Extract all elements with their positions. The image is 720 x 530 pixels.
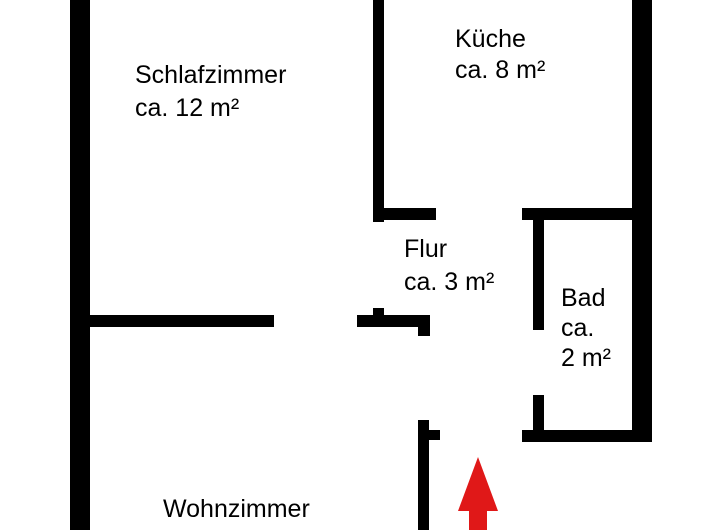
room-label-line: Schlafzimmer: [135, 61, 286, 89]
room-label-line: ca. 12 m²: [135, 94, 239, 122]
living-wall-right: [418, 420, 429, 530]
room-label-line: Wohnzimmer: [163, 495, 310, 523]
hall-wall-stub: [418, 315, 430, 336]
door-jamb-lower: [418, 430, 440, 440]
bath-wall-left-lower: [533, 395, 544, 441]
room-label-line: ca. 8 m²: [455, 56, 545, 84]
door-jamb-small: [373, 308, 384, 320]
bath-wall-bottom: [522, 430, 652, 442]
bedroom-wall-bottom-left: [90, 315, 274, 327]
entrance-arrow-icon: [454, 452, 502, 530]
outer-wall-left: [70, 0, 90, 530]
room-label-wohnzimmer: Wohnzimmer: [163, 495, 310, 523]
entrance-arrow-shape: [458, 457, 498, 530]
kitchen-wall-bottom-left: [373, 208, 436, 220]
room-label-line: 2 m²: [561, 344, 611, 372]
outer-wall-right: [632, 0, 652, 442]
room-label-kueche: Küche ca. 8 m²: [455, 25, 545, 84]
room-label-line: ca. 3 m²: [404, 268, 494, 296]
room-label-line: Bad: [561, 284, 605, 312]
kitchen-wall-left: [373, 0, 384, 222]
room-label-line: Flur: [404, 235, 447, 263]
walls: [70, 0, 652, 530]
room-label-flur: Flur ca. 3 m²: [404, 235, 494, 296]
room-label-line: Küche: [455, 25, 526, 53]
room-labels: Schlafzimmer ca. 12 m² Küche ca. 8 m² Flur ca…: [135, 25, 611, 523]
room-label-schlafzimmer: Schlafzimmer ca. 12 m²: [135, 61, 286, 122]
room-label-line: ca.: [561, 314, 594, 342]
kitchen-wall-bottom-right: [522, 208, 634, 220]
bath-wall-left-upper: [533, 208, 544, 330]
